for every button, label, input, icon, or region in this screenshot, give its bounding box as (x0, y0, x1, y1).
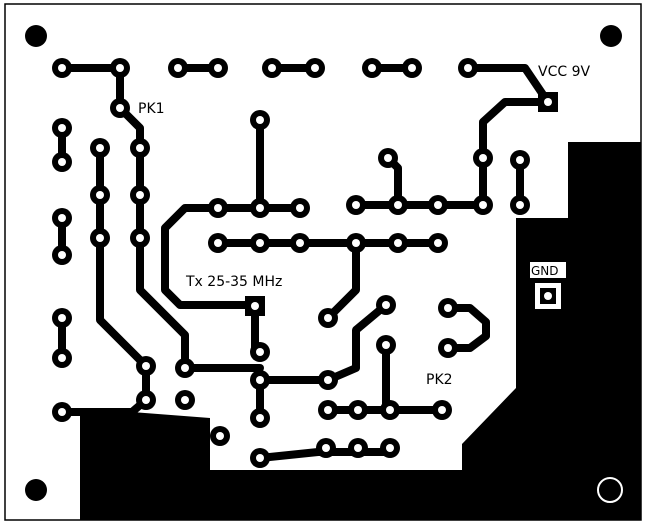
pk1-label: PK1 (138, 101, 165, 117)
ground-plane (80, 142, 641, 520)
gnd-label: GND (531, 264, 559, 278)
gnd-pad (535, 283, 561, 309)
tx-label: Tx 25-35 MHz (185, 274, 282, 290)
mounting-holes (25, 25, 623, 503)
pk2-label: PK2 (426, 372, 453, 388)
vcc-label: VCC 9V (538, 64, 590, 80)
pads (52, 58, 558, 468)
gnd-label-bg (530, 262, 566, 278)
